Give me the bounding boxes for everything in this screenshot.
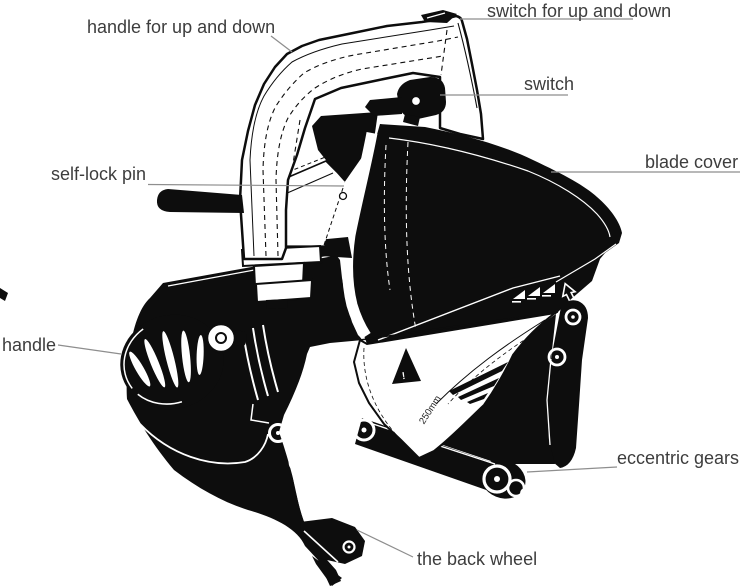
svg-text:self-lock pin: self-lock pin	[51, 164, 146, 184]
svg-text:eccentric gears: eccentric gears	[617, 448, 739, 468]
svg-text:handle: handle	[2, 335, 56, 355]
svg-text:the back wheel: the back wheel	[417, 549, 537, 569]
svg-text:switch: switch	[524, 74, 574, 94]
svg-text:handle for up and down: handle for up and down	[87, 17, 275, 37]
svg-text:!: !	[401, 371, 406, 382]
svg-text:switch for up and down: switch for up and down	[487, 1, 671, 21]
svg-text:blade cover: blade cover	[645, 152, 738, 172]
